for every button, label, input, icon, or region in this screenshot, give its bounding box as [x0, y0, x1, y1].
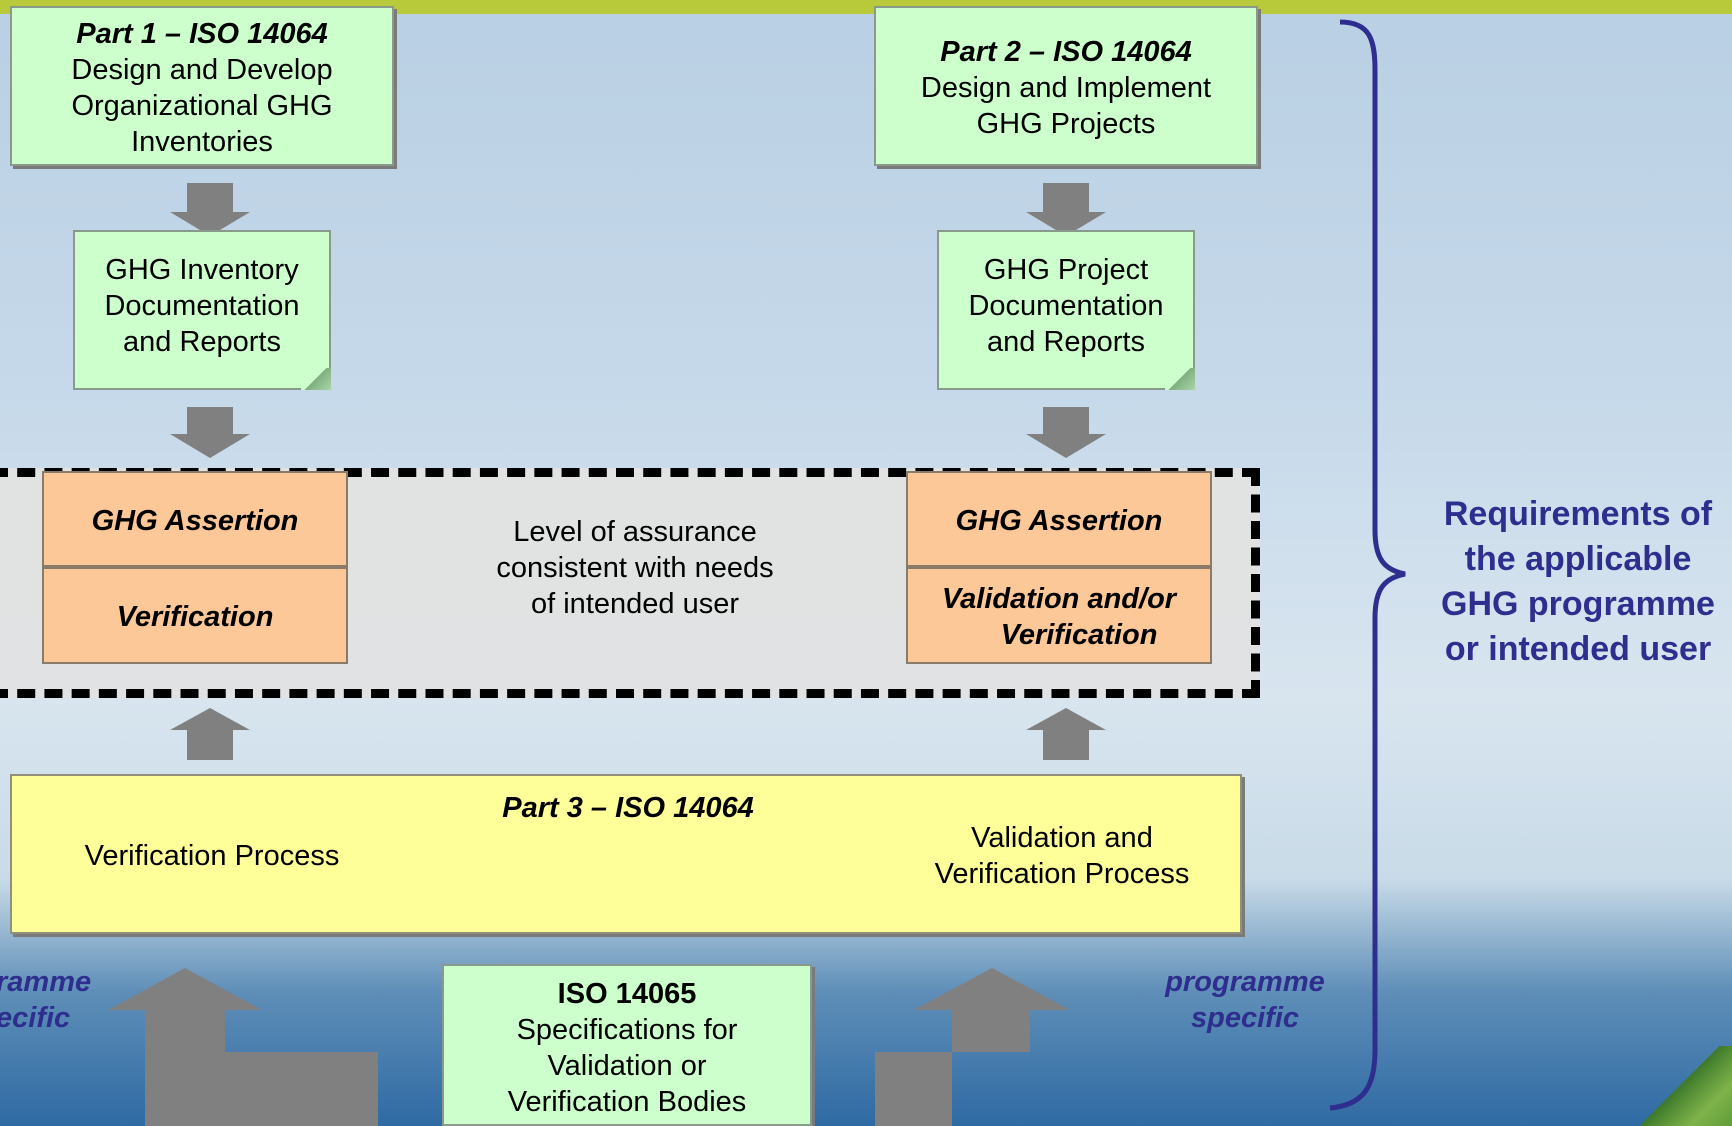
- part2-line: Design and Implement: [920, 72, 1212, 104]
- assurance-line: Level of assurance: [513, 516, 757, 548]
- part3-right-block: Validation and Verification Process: [902, 820, 1222, 892]
- left-programme-line: ramme: [0, 966, 92, 998]
- leaf-decoration: [1642, 1046, 1732, 1126]
- requirements-line: or intended user: [1444, 630, 1712, 668]
- down-arrow: [170, 407, 250, 458]
- right-validation-line: Validation and/or: [941, 583, 1177, 615]
- project-doc-line: Documentation: [968, 290, 1164, 322]
- inventory-doc-line: GHG Inventory: [105, 254, 299, 286]
- left-programme-line: ecific: [0, 1002, 71, 1034]
- requirements-line: GHG programme: [1441, 585, 1715, 623]
- part1-line: Design and Develop: [71, 54, 333, 86]
- part2-line: GHG Projects: [976, 108, 1156, 140]
- down-arrow: [1026, 183, 1106, 236]
- left-verification-label: Verification: [116, 601, 274, 633]
- down-arrow: [1026, 407, 1106, 458]
- project-doc-line: GHG Project: [983, 254, 1149, 286]
- up-arrow: [170, 708, 250, 760]
- left-programme-specific: ramme ecific: [0, 964, 106, 1036]
- part1-line: Organizational GHG: [71, 90, 333, 122]
- iso14065-line: Verification Bodies: [507, 1086, 747, 1118]
- part3-right-line: Validation and: [971, 822, 1153, 854]
- down-arrow: [170, 183, 250, 236]
- right-assertion-label: GHG Assertion: [955, 505, 1163, 537]
- left-assertion-label: GHG Assertion: [91, 505, 299, 537]
- iso14065-box: ISO 14065 Specifications for Validation …: [442, 964, 812, 1126]
- left-verification-box: Verification: [42, 567, 348, 664]
- part1-title: Part 1 – ISO 14064: [76, 18, 328, 50]
- right-validation-box: Validation and/or Verification: [906, 567, 1212, 664]
- top-banner: [0, 0, 1732, 14]
- requirements-line: the applicable: [1464, 540, 1692, 578]
- inventory-doc-line: and Reports: [123, 326, 281, 358]
- assurance-line: of intended user: [531, 588, 739, 620]
- right-programme-line: specific: [1191, 1002, 1299, 1034]
- part2-box: Part 2 – ISO 14064 Design and Implement …: [874, 6, 1258, 166]
- assurance-line: consistent with needs: [496, 552, 774, 584]
- curly-brace: [1329, 19, 1406, 1111]
- iso14065-line: Validation or: [547, 1050, 707, 1082]
- part1-box: Part 1 – ISO 14064 Design and Develop Or…: [10, 6, 394, 166]
- right-programme-line: programme: [1165, 966, 1325, 998]
- part3-title: Part 3 – ISO 14064: [502, 792, 754, 824]
- up-arrow: [1026, 708, 1106, 760]
- iso14065-title: ISO 14065: [557, 978, 697, 1010]
- iso14065-line: Specifications for: [516, 1014, 738, 1046]
- project-doc-line: and Reports: [987, 326, 1145, 358]
- part3-box: Part 3 – ISO 14064 Verification Process …: [10, 774, 1242, 934]
- requirements-line: Requirements of: [1443, 495, 1713, 533]
- part3-left-label: Verification Process: [84, 840, 340, 872]
- right-assertion-box: GHG Assertion: [906, 471, 1212, 567]
- inventory-doc-line: Documentation: [104, 290, 300, 322]
- requirements-text-block: Requirements of the applicable GHG progr…: [1418, 492, 1732, 672]
- right-validation-line: Verification: [1000, 619, 1158, 651]
- assurance-text-block: Level of assurance consistent with needs…: [450, 514, 820, 622]
- part1-line: Inventories: [131, 126, 273, 158]
- bent-arrow-right: [875, 968, 1070, 1126]
- project-doc-box: GHG Project Documentation and Reports: [937, 230, 1195, 390]
- left-assertion-box: GHG Assertion: [42, 471, 348, 567]
- part3-right-line: Verification Process: [934, 858, 1190, 890]
- bent-arrow-left: [108, 968, 378, 1126]
- part2-title: Part 2 – ISO 14064: [940, 36, 1192, 68]
- inventory-doc-box: GHG Inventory Documentation and Reports: [73, 230, 331, 390]
- right-programme-specific: programme specific: [1150, 964, 1340, 1036]
